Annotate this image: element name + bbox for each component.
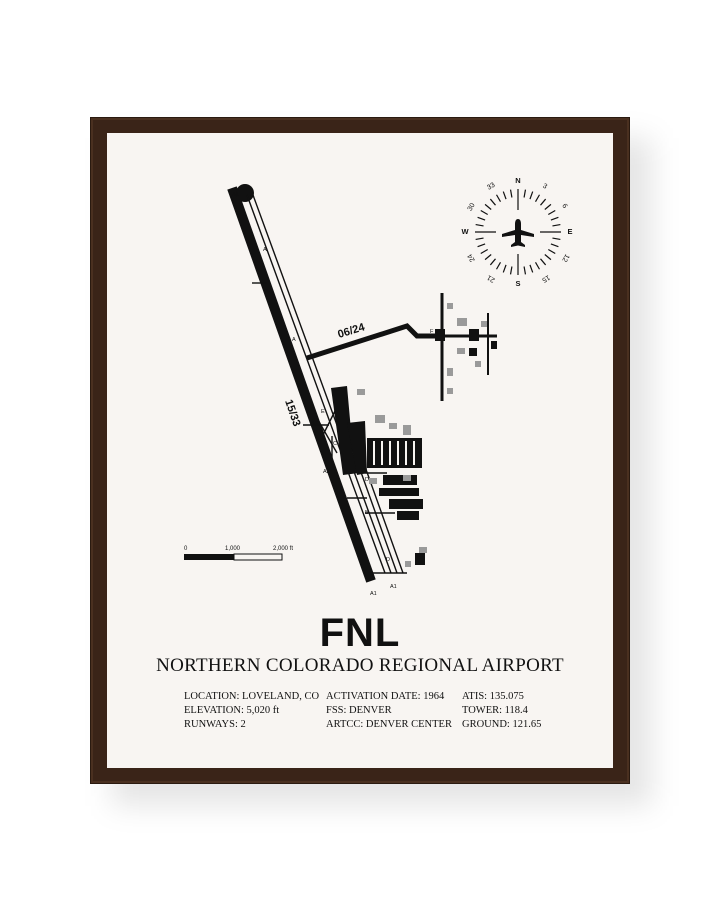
compass-north: N xyxy=(515,176,520,185)
scale-label: 0 xyxy=(184,546,188,552)
compass-tick xyxy=(484,203,492,210)
compass-tick xyxy=(540,258,547,266)
compass-tick xyxy=(489,198,496,206)
info-elevation: ELEVATION: 5,020 ft xyxy=(184,705,280,716)
info-column-facilities: ACTIVATION DATE: 1964 FSS: DENVER ARTCC:… xyxy=(326,690,452,732)
taxiway-label: A3 xyxy=(311,421,318,427)
taxiway-label: F xyxy=(430,329,434,335)
taxiway-label: A4 xyxy=(265,289,272,295)
scale-label: 1,000 xyxy=(225,546,241,552)
info-location: LOCATION: LOVELAND, CO xyxy=(184,691,320,702)
taxiway-label: D xyxy=(386,557,390,563)
airport-code: FNL xyxy=(319,611,401,655)
info-artcc: ARTCC: DENVER CENTER xyxy=(326,719,452,730)
compass-tick xyxy=(475,237,484,241)
runway-15-33 xyxy=(227,184,407,583)
compass-rose: N E S W 3 6 12 15 21 24 30 33 xyxy=(461,176,572,288)
taxiway-label: D xyxy=(365,477,369,483)
compass-tick xyxy=(550,243,559,248)
compass-degree: 12 xyxy=(560,253,570,263)
compass-tick xyxy=(523,266,527,275)
scale-label: 2,000 ft xyxy=(273,546,293,552)
runway-end-turnaround xyxy=(236,184,254,202)
taxiway-label: A xyxy=(292,337,296,343)
taxiway-label: C xyxy=(333,441,337,447)
taxiway-label: A2 xyxy=(323,469,330,475)
compass-tick xyxy=(480,248,488,255)
compass-tick xyxy=(529,264,534,273)
runway-06-24 xyxy=(306,293,497,401)
compass-tick xyxy=(509,266,513,275)
compass-tick xyxy=(489,258,496,266)
compass-south: S xyxy=(515,279,520,288)
east-buildings xyxy=(447,303,497,394)
compass-tick xyxy=(552,237,561,241)
compass-tick xyxy=(550,216,559,221)
taxiway-label: A xyxy=(263,247,267,253)
compass-tick xyxy=(534,194,541,202)
info-activation-date: ACTIVATION DATE: 1964 xyxy=(326,691,445,702)
info-atis: ATIS: 135.075 xyxy=(462,691,524,702)
compass-east: E xyxy=(567,227,572,236)
compass-tick xyxy=(548,248,556,255)
compass-tick xyxy=(477,243,486,248)
compass-degree: 24 xyxy=(467,253,477,263)
taxiway-label: E xyxy=(321,409,325,415)
compass-tick xyxy=(544,203,552,210)
compass-degree: 30 xyxy=(467,202,477,212)
info-column-frequencies: ATIS: 135.075 TOWER: 118.4 GROUND: 121.6… xyxy=(462,690,541,732)
compass-tick xyxy=(540,198,547,206)
scale-bar: 0 1,000 2,000 ft xyxy=(184,546,293,561)
runway-label-15-33: 15/33 xyxy=(282,398,302,428)
poster-frame: 06/24 15/33 A5 A A4 A A3 E C A2 D B D A1… xyxy=(90,117,630,784)
compass-degree: 15 xyxy=(541,273,551,283)
compass-tick xyxy=(523,189,527,198)
taxiway-label: B xyxy=(365,510,369,516)
compass-west: W xyxy=(461,227,469,236)
compass-degree: 21 xyxy=(486,273,496,283)
airport-diagram: 06/24 15/33 A5 A A4 A A3 E C A2 D B D A1… xyxy=(184,176,573,597)
compass-tick xyxy=(509,189,513,198)
compass-tick xyxy=(548,209,556,216)
compass-tick xyxy=(502,191,507,200)
poster-paper: 06/24 15/33 A5 A A4 A A3 E C A2 D B D A1… xyxy=(107,133,613,768)
airplane-icon xyxy=(502,219,534,247)
terminal-area xyxy=(331,386,427,567)
taxiway-label: A1 xyxy=(390,584,397,590)
compass-tick xyxy=(495,262,502,270)
taxiway-label: A5 xyxy=(232,192,239,198)
compass-tick xyxy=(544,254,552,261)
compass-tick xyxy=(495,194,502,202)
airport-name: NORTHERN COLORADO REGIONAL AIRPORT xyxy=(156,655,564,676)
compass-degree: 6 xyxy=(560,203,568,210)
compass-tick xyxy=(502,264,507,273)
compass-tick xyxy=(534,262,541,270)
compass-tick xyxy=(529,191,534,200)
info-ground: GROUND: 121.65 xyxy=(462,719,542,730)
compass-tick xyxy=(477,216,486,221)
info-fss: FSS: DENVER xyxy=(326,705,392,716)
info-runways: RUNWAYS: 2 xyxy=(184,719,246,730)
compass-degree: 3 xyxy=(541,183,548,191)
compass-tick xyxy=(484,254,492,261)
compass-tick xyxy=(480,209,488,216)
info-tower: TOWER: 118.4 xyxy=(462,705,528,716)
taxiway-label: A1 xyxy=(370,591,377,597)
compass-tick xyxy=(552,223,561,227)
info-column-location: LOCATION: LOVELAND, CO ELEVATION: 5,020 … xyxy=(184,690,319,732)
compass-degree: 33 xyxy=(486,182,496,192)
compass-tick xyxy=(475,223,484,227)
